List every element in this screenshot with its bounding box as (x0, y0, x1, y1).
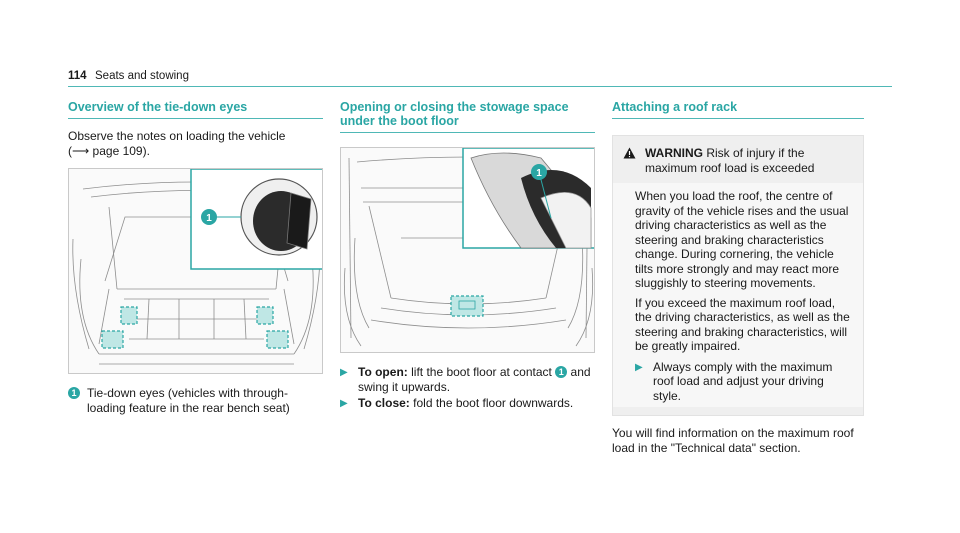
warning-body: When you load the roof, the centre of gr… (613, 183, 863, 407)
warning-label: WARNING (645, 146, 703, 160)
page-number: 114 (68, 70, 87, 82)
warning-title: Risk of injury if the maximum roof load … (645, 146, 815, 175)
roof-load-reference: You will find information on the maximum… (612, 426, 854, 455)
callout-1-label: 1 (206, 213, 212, 224)
boot-floor-drawing: 1 (343, 148, 594, 347)
warning-step: ▶ Always comply with the maximum roof lo… (625, 360, 853, 404)
warning-box: WARNING Risk of injury if the maximum ro… (612, 135, 864, 416)
step-close: ▶ To close: fold the boot floor downward… (340, 396, 595, 412)
warning-paragraph: When you load the roof, the centre of gr… (635, 189, 849, 290)
intro-line: Observe the notes on loading the vehicle (68, 129, 286, 143)
callout-1: 1 (68, 387, 80, 399)
boot-drawing: 1 (72, 169, 322, 365)
intro-text: Observe the notes on loading the vehicle… (68, 129, 323, 158)
chapter-title: Seats and stowing (95, 70, 189, 82)
section-stowage-space: Opening or closing the stowage space und… (340, 100, 595, 412)
section-rule (340, 132, 595, 133)
step-open-text-b: and swing it upwards. (358, 365, 591, 394)
warning-header: WARNING Risk of injury if the maximum ro… (623, 146, 853, 175)
step-open-text: To open: lift the boot floor at contact … (358, 365, 595, 394)
step-open-text-a: lift the boot floor at contact (411, 365, 552, 379)
step-close-text-body: fold the boot floor downwards. (413, 396, 574, 410)
section-title: Overview of the tie-down eyes (68, 100, 248, 114)
warning-paragraph: If you exceed the maximum roof load, the… (635, 295, 850, 354)
step-open-label: To open: (358, 365, 408, 379)
step-open: ▶ To open: lift the boot floor at contac… (340, 365, 595, 394)
warning-step-text: Always comply with the maximum roof load… (653, 359, 833, 403)
section-roof-rack: Attaching a roof rack WARNING Risk of in… (612, 100, 864, 455)
section-rule (612, 118, 864, 119)
section-title: Opening or closing the stowage space und… (340, 100, 569, 128)
step-triangle-icon: ▶ (340, 367, 348, 378)
page-header: 114 Seats and stowing (68, 70, 892, 86)
intro-paren: ( (68, 143, 72, 158)
header-rule (68, 86, 892, 87)
legend-text: Tie-down eyes (vehicles with through-loa… (87, 386, 290, 415)
callout-1: 1 (555, 366, 568, 378)
step-triangle-icon: ▶ (340, 398, 348, 409)
warning-triangle-icon (623, 146, 645, 175)
warning-heading-text: WARNING Risk of injury if the maximum ro… (645, 146, 853, 175)
figure-legend: 1 Tie-down eyes (vehicles with through-l… (68, 386, 323, 415)
step-close-label: To close: (358, 396, 410, 410)
callout-1-label: 1 (536, 168, 542, 179)
boot-floor-illustration: 1 (340, 147, 595, 353)
section-tie-down-eyes: Overview of the tie-down eyes Observe th… (68, 100, 323, 415)
step-triangle-icon: ▶ (635, 361, 643, 373)
section-rule (68, 118, 323, 119)
page-reference-arrow-icon[interactable]: ⟶ (72, 143, 90, 158)
page-reference-link[interactable]: page 109). (92, 143, 150, 158)
tie-down-eyes-illustration: 1 (68, 168, 323, 374)
section-title: Attaching a roof rack (612, 100, 738, 114)
step-close-text: To close: fold the boot floor downwards. (358, 396, 573, 412)
